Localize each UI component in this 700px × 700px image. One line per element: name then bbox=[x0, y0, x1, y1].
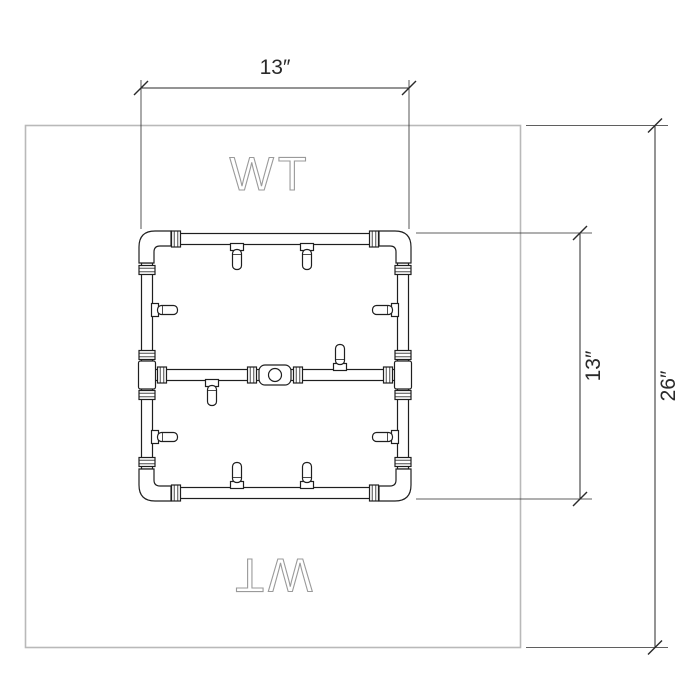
coupling-band bbox=[394, 389, 412, 401]
dimension-annotations: 13″ 13″ 26″ bbox=[133, 56, 680, 655]
coupling-band bbox=[170, 230, 182, 248]
coupling-band bbox=[382, 366, 394, 384]
elbow-top-left bbox=[138, 230, 172, 264]
dimension-tick bbox=[572, 225, 588, 241]
hub-orifice bbox=[267, 367, 283, 383]
dimension-tick bbox=[572, 491, 588, 507]
dim-label-width: 13″ bbox=[260, 56, 291, 79]
wt-mark-top: WT bbox=[229, 147, 310, 200]
dim-label-overall: 26″ bbox=[657, 370, 680, 401]
dim-label-height: 13″ bbox=[582, 350, 605, 381]
wt-mark-bottom: WT bbox=[231, 549, 312, 602]
plate-outline bbox=[24, 124, 522, 649]
tee-fitting-left bbox=[137, 360, 157, 390]
burner-jet bbox=[371, 429, 400, 445]
burner-assembly bbox=[137, 230, 413, 502]
dimension-top-width: 13″ bbox=[133, 56, 417, 229]
coupling-band bbox=[138, 389, 156, 401]
coupling-band bbox=[292, 366, 304, 384]
coupling-band bbox=[368, 230, 380, 248]
burner-jet bbox=[371, 302, 400, 318]
pipe-bottom bbox=[170, 486, 380, 500]
dimension-tick bbox=[133, 80, 149, 96]
coupling-band bbox=[394, 264, 412, 276]
coupling-band bbox=[156, 366, 168, 384]
burner-jet bbox=[229, 461, 245, 490]
elbow-top-right bbox=[378, 230, 412, 264]
coupling-band bbox=[138, 349, 156, 361]
coupling-band bbox=[170, 484, 182, 502]
dimension-right-height: 13″ bbox=[416, 225, 605, 507]
burner-jet bbox=[332, 343, 348, 372]
elbow-bottom-left bbox=[138, 468, 172, 502]
pipe-top bbox=[170, 232, 380, 246]
coupling-band bbox=[246, 366, 258, 384]
burner-jet bbox=[299, 461, 315, 490]
burner-jet bbox=[150, 302, 179, 318]
elbow-bottom-right bbox=[378, 468, 412, 502]
coupling-band bbox=[394, 349, 412, 361]
burner-jet bbox=[204, 378, 220, 407]
dimension-overall: 26″ bbox=[526, 118, 680, 655]
burner-jet bbox=[299, 242, 315, 271]
coupling-band bbox=[368, 484, 380, 502]
dimension-tick bbox=[647, 118, 663, 133]
dimension-tick bbox=[647, 640, 663, 655]
coupling-band bbox=[138, 264, 156, 276]
tee-fitting-right bbox=[393, 360, 413, 390]
coupling-band bbox=[394, 456, 412, 468]
coupling-band bbox=[138, 456, 156, 468]
dimension-tick bbox=[401, 80, 417, 96]
burner-jet bbox=[150, 429, 179, 445]
burner-jet bbox=[229, 242, 245, 271]
